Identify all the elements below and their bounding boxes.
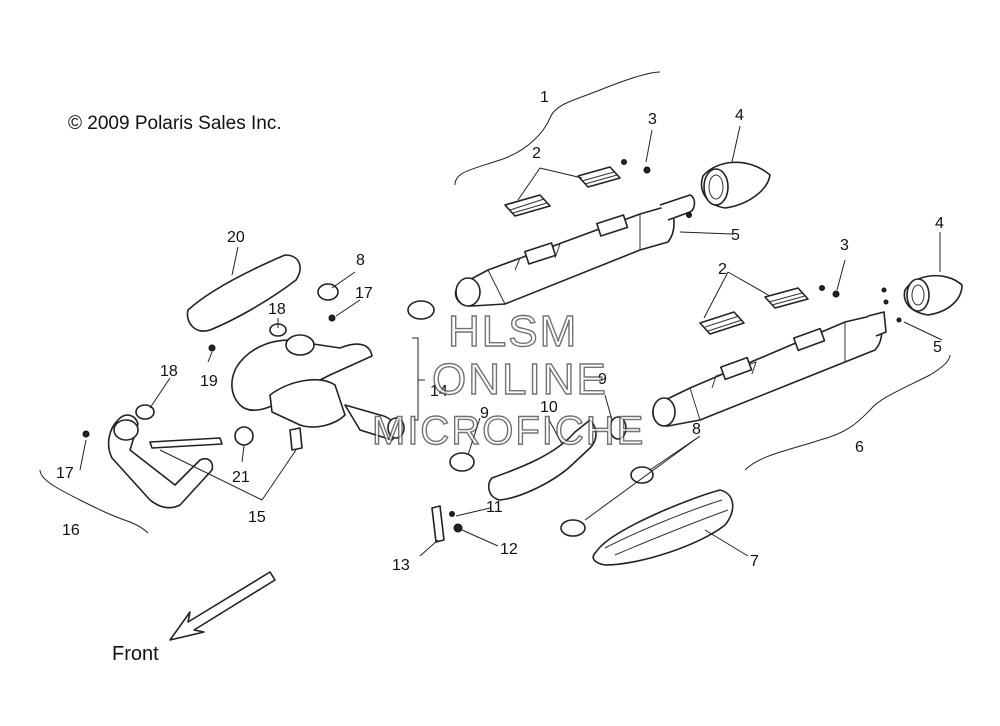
gasket-18-left <box>135 404 155 420</box>
copyright-notice: © 2009 Polaris Sales Inc. <box>68 113 282 134</box>
callout-14: 14 <box>430 383 448 400</box>
lower-screw-b <box>883 299 889 305</box>
callout-17-upper: 17 <box>355 285 373 302</box>
upper-heat-shield-pad-left <box>504 194 551 217</box>
heat-shield <box>592 489 734 566</box>
watermark-line-3: MICROFICHE <box>372 409 645 453</box>
callout-3-upper: 3 <box>648 111 657 128</box>
leader-lines <box>39 71 951 557</box>
o2-sensor <box>289 427 303 451</box>
callout-5-upper: 5 <box>731 227 740 244</box>
callout-18-left: 18 <box>160 363 178 380</box>
clamp-14 <box>407 300 435 320</box>
callout-labels: 1 2 3 4 5 2 3 4 5 6 7 8 8 9 9 10 11 12 1… <box>56 89 944 574</box>
callout-17-left: 17 <box>56 465 74 482</box>
watermark-line-2: ONLINE <box>432 355 608 404</box>
upper-washer <box>621 159 627 165</box>
callout-4-upper: 4 <box>735 107 744 124</box>
callout-2-lower: 2 <box>718 261 727 278</box>
callout-11: 11 <box>486 499 503 516</box>
lower-screw-c <box>896 317 902 323</box>
lower-muffler <box>652 311 887 427</box>
lower-screw-a <box>881 287 887 293</box>
callout-9-left: 9 <box>480 405 489 422</box>
callout-18-right: 18 <box>268 301 286 318</box>
callout-6: 6 <box>855 439 864 456</box>
clamp-ring-upper <box>630 466 654 484</box>
clamp-ring-lower <box>560 519 586 537</box>
callout-8-right: 8 <box>692 421 701 438</box>
lower-heat-shield-pad-left <box>699 311 745 335</box>
bracket-bolt-11 <box>449 511 455 517</box>
callout-5-lower: 5 <box>933 339 942 356</box>
callout-15: 15 <box>248 509 266 526</box>
upper-screw <box>686 212 692 218</box>
upper-bolt <box>643 166 651 174</box>
front-arrow-icon <box>169 571 276 641</box>
bolt-19 <box>208 344 216 352</box>
lower-end-cap <box>903 274 963 316</box>
callout-4-lower: 4 <box>935 215 944 232</box>
mount-bracket <box>431 505 445 543</box>
callout-20: 20 <box>227 229 245 246</box>
clamp-9-left <box>449 452 475 472</box>
watermark-line-1: HLSM <box>448 307 578 356</box>
callout-8-left: 8 <box>356 252 365 269</box>
nut-17-left <box>82 430 90 438</box>
lower-bolt <box>832 290 840 298</box>
o2-sensor-front <box>149 437 223 449</box>
watermark: HLSM ONLINE MICROFICHE <box>371 306 645 453</box>
callout-3-lower: 3 <box>840 237 849 254</box>
front-label: Front <box>112 643 159 665</box>
gasket-8 <box>317 283 339 301</box>
lower-washer <box>819 285 825 291</box>
callout-12: 12 <box>500 541 518 558</box>
upper-heat-shield-pad-right <box>577 166 621 188</box>
clamp-21 <box>234 426 254 446</box>
callout-10: 10 <box>540 399 558 416</box>
header-pipe-front <box>107 414 214 509</box>
upper-end-cap <box>700 161 771 209</box>
callout-9-right: 9 <box>598 371 607 388</box>
header-heat-shield <box>186 254 301 332</box>
bracket-nut-12 <box>453 523 463 533</box>
lower-heat-shield-pad-right <box>764 287 809 309</box>
callout-16: 16 <box>62 522 80 539</box>
callout-13: 13 <box>392 557 410 574</box>
nut-17-upper <box>328 314 336 322</box>
callout-2-upper: 2 <box>532 145 541 162</box>
callout-19: 19 <box>200 373 218 390</box>
header-pipe-rear <box>231 334 405 441</box>
callout-21: 21 <box>232 469 250 486</box>
clamp-9-right <box>609 416 627 440</box>
upper-muffler <box>454 194 696 307</box>
callout-7: 7 <box>750 553 759 570</box>
mid-pipe <box>487 419 597 501</box>
callout-1: 1 <box>540 89 549 106</box>
